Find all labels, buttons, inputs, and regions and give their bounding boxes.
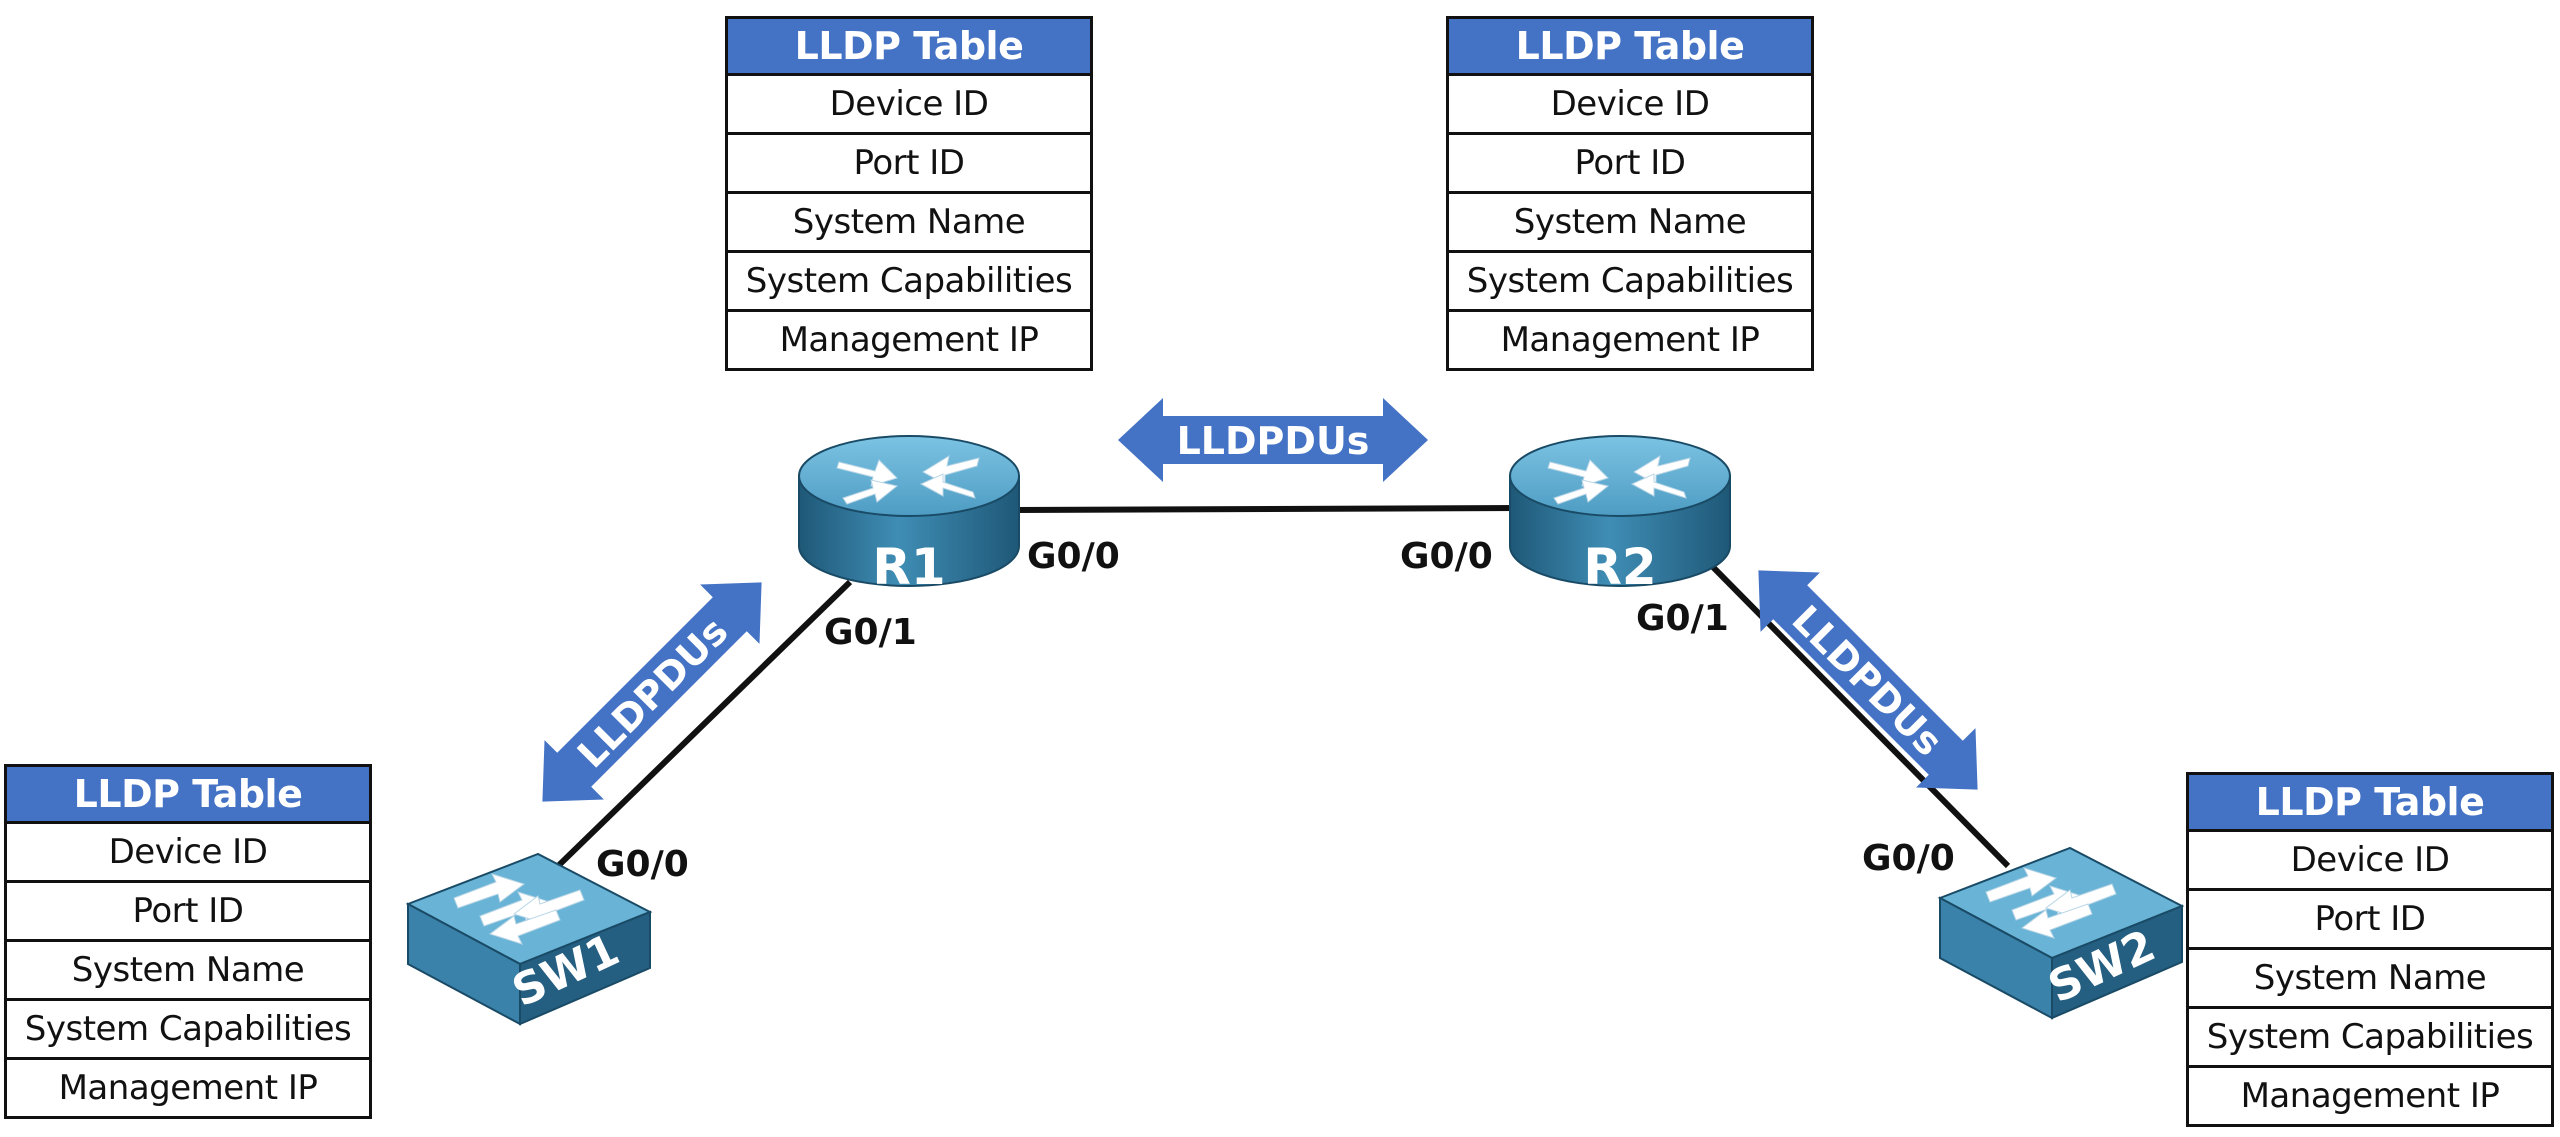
lldp-table-title: LLDP Table — [7, 767, 369, 824]
iface-r1-g0-0: G0/0 — [1027, 536, 1120, 577]
router-r2[interactable]: R2 — [1509, 435, 1731, 596]
svg-text:LLDPDUs: LLDPDUs — [569, 609, 736, 776]
lldp-table-row: Port ID — [2189, 891, 2551, 950]
lldp-table-row: Management IP — [779, 320, 1039, 360]
lldp-table-row: Port ID — [1449, 135, 1811, 194]
lldp-table-row: System Name — [728, 194, 1090, 253]
svg-text:LLDPDUs: LLDPDUs — [1784, 597, 1951, 764]
router-r2-label: R2 — [1583, 538, 1656, 596]
lldp-table-row: Device ID — [1449, 76, 1811, 135]
lldp-table-row: Port ID — [728, 135, 1090, 194]
iface-sw2-g0-0: G0/0 — [1862, 838, 1955, 879]
iface-r1-g0-1: G0/1 — [824, 612, 917, 653]
svg-text:LLDPDUs: LLDPDUs — [1177, 419, 1370, 463]
iface-r2-g0-0: G0/0 — [1400, 536, 1493, 577]
lldp-table-title: LLDP Table — [2189, 775, 2551, 832]
router-r1[interactable]: R1 — [798, 435, 1020, 596]
lldp-table-title: LLDP Table — [1449, 19, 1811, 76]
lldp-table-r1: LLDP Table Device ID Port ID System Name… — [725, 16, 1093, 371]
iface-sw1-g0-0: G0/0 — [596, 844, 689, 885]
lldpdu-arrow-r2-sw2: LLDPDUs — [1728, 540, 2008, 820]
lldp-table-row: System Capabilities — [2189, 1009, 2551, 1068]
lldp-table-title: LLDP Table — [728, 19, 1090, 76]
link-r2-sw2 — [1705, 559, 2011, 869]
iface-r2-g0-1: G0/1 — [1636, 598, 1729, 639]
lldp-table-row: System Capabilities — [1449, 253, 1811, 312]
lldp-table-r2: LLDP Table Device ID Port ID System Name… — [1446, 16, 1814, 371]
lldpdu-arrow-r1-r2: LLDPDUs — [1118, 398, 1428, 482]
lldp-table-row: Management IP — [58, 1068, 318, 1108]
switch-sw2[interactable]: SW2 — [1939, 847, 2183, 1019]
lldp-table-row: System Name — [1449, 194, 1811, 253]
link-r1-sw1 — [553, 579, 853, 871]
lldp-table-row: Management IP — [2240, 1076, 2500, 1116]
router-r1-label: R1 — [872, 538, 945, 596]
lldp-table-sw1: LLDP Table Device ID Port ID System Name… — [4, 764, 372, 1119]
lldp-table-row: System Name — [2189, 950, 2551, 1009]
lldp-table-row: System Name — [7, 942, 369, 1001]
lldp-table-sw2: LLDP Table Device ID Port ID System Name… — [2186, 772, 2554, 1127]
lldpdu-arrow-r1-sw1: LLDPDUs — [512, 552, 792, 832]
lldp-table-row: Management IP — [1500, 320, 1760, 360]
lldp-table-row: Device ID — [7, 824, 369, 883]
lldp-table-row: Device ID — [728, 76, 1090, 135]
lldp-table-row: System Capabilities — [728, 253, 1090, 312]
lldp-table-row: Port ID — [7, 883, 369, 942]
link-r1-r2 — [1009, 505, 1521, 513]
lldp-table-row: System Capabilities — [7, 1001, 369, 1060]
lldp-table-row: Device ID — [2189, 832, 2551, 891]
